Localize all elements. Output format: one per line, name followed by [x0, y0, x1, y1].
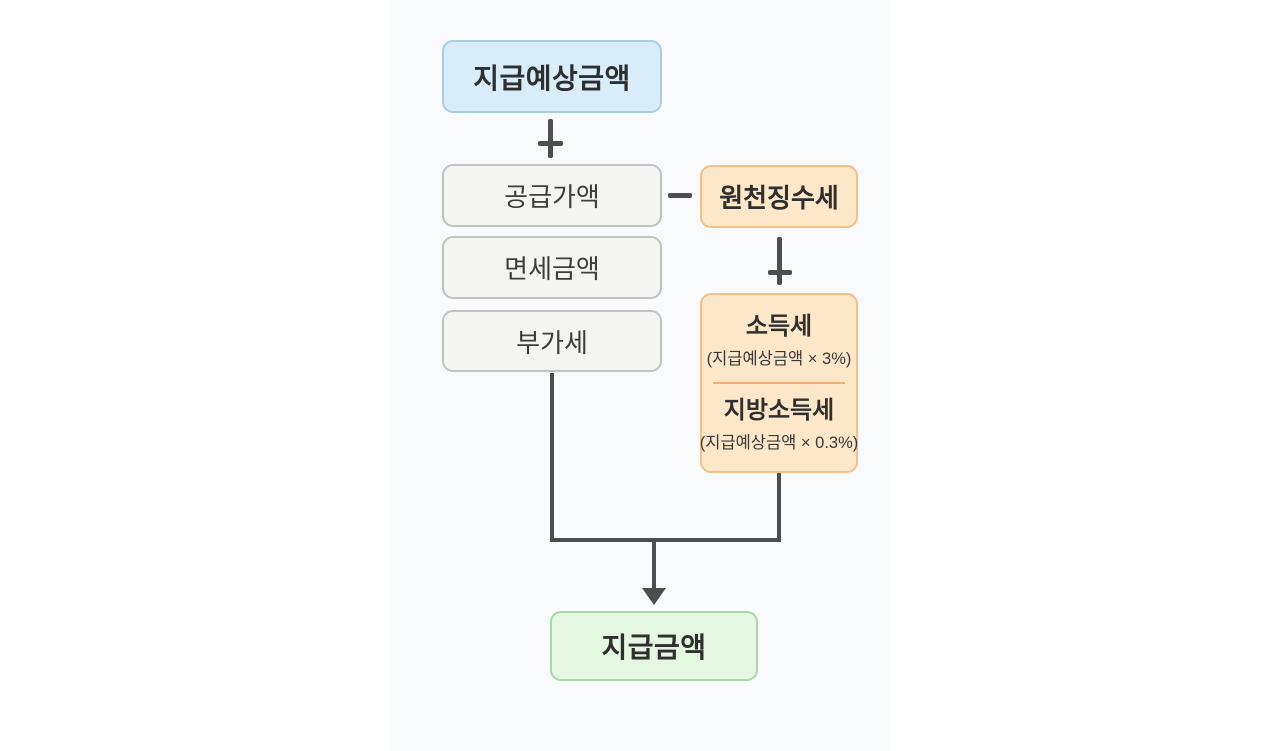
node-vat: 부가세 [442, 310, 662, 372]
minus-icon [668, 193, 692, 198]
arrow-down-icon [642, 588, 666, 605]
plus-icon [548, 119, 553, 158]
node-withholding-tax: 원천징수세 [700, 165, 858, 228]
local-income-tax-formula: (지급예상금액 × 0.3%) [699, 433, 859, 452]
connector-line [550, 373, 554, 542]
connector-line [777, 473, 781, 542]
plus-icon [538, 141, 563, 146]
income-tax-label: 소득세 [745, 313, 813, 341]
local-income-tax-label: 지방소득세 [723, 397, 835, 424]
node-payment-amount: 지급금액 [550, 611, 758, 681]
plus-icon [768, 270, 792, 275]
plus-icon [777, 237, 782, 285]
node-tax-free-amount: 면세금액 [442, 236, 662, 299]
connector-line [550, 538, 781, 542]
divider [713, 382, 845, 384]
node-withholding-detail: 소득세 (지급예상금액 × 3%) 지방소득세 (지급예상금액 × 0.3%) [700, 293, 858, 473]
arrow-down-icon [652, 542, 656, 588]
node-expected-payment: 지급예상금액 [442, 40, 662, 113]
income-tax-formula: (지급예상금액 × 3%) [706, 350, 852, 368]
node-supply-value: 공급가액 [442, 164, 662, 227]
